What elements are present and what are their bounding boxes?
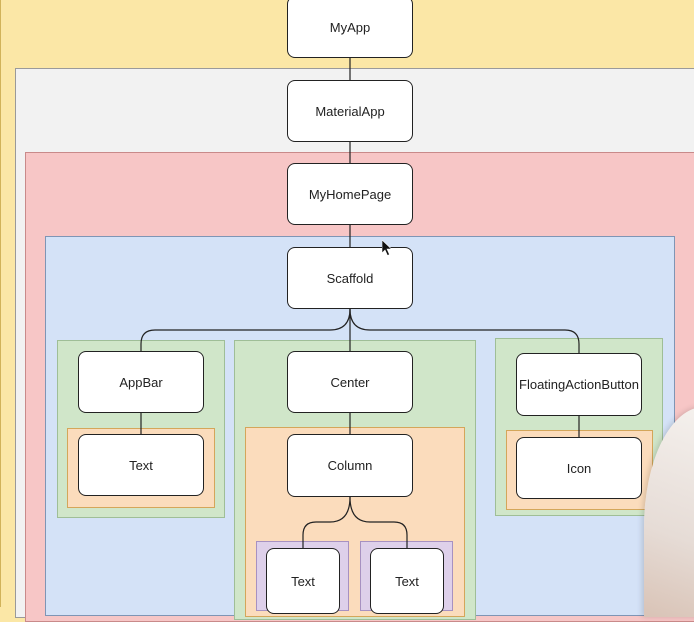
tree-connectors <box>140 58 580 548</box>
myhomepage-node: MyHomePage <box>287 163 413 225</box>
fab-node: FloatingActionButton <box>516 353 642 416</box>
center-node: Center <box>287 351 413 413</box>
myapp-region <box>0 0 1 607</box>
materialapp-node: MaterialApp <box>287 80 413 142</box>
icon-node: Icon <box>516 437 642 499</box>
myapp-node: MyApp <box>287 0 413 58</box>
column-node: Column <box>287 434 413 497</box>
mouse-cursor-icon <box>382 240 392 256</box>
appbar-node: AppBar <box>78 351 204 413</box>
column-text-1-node: Text <box>266 548 340 614</box>
scaffold-node: Scaffold <box>287 247 413 309</box>
appbar-text-node: Text <box>78 434 204 496</box>
column-text-2-node: Text <box>370 548 444 614</box>
